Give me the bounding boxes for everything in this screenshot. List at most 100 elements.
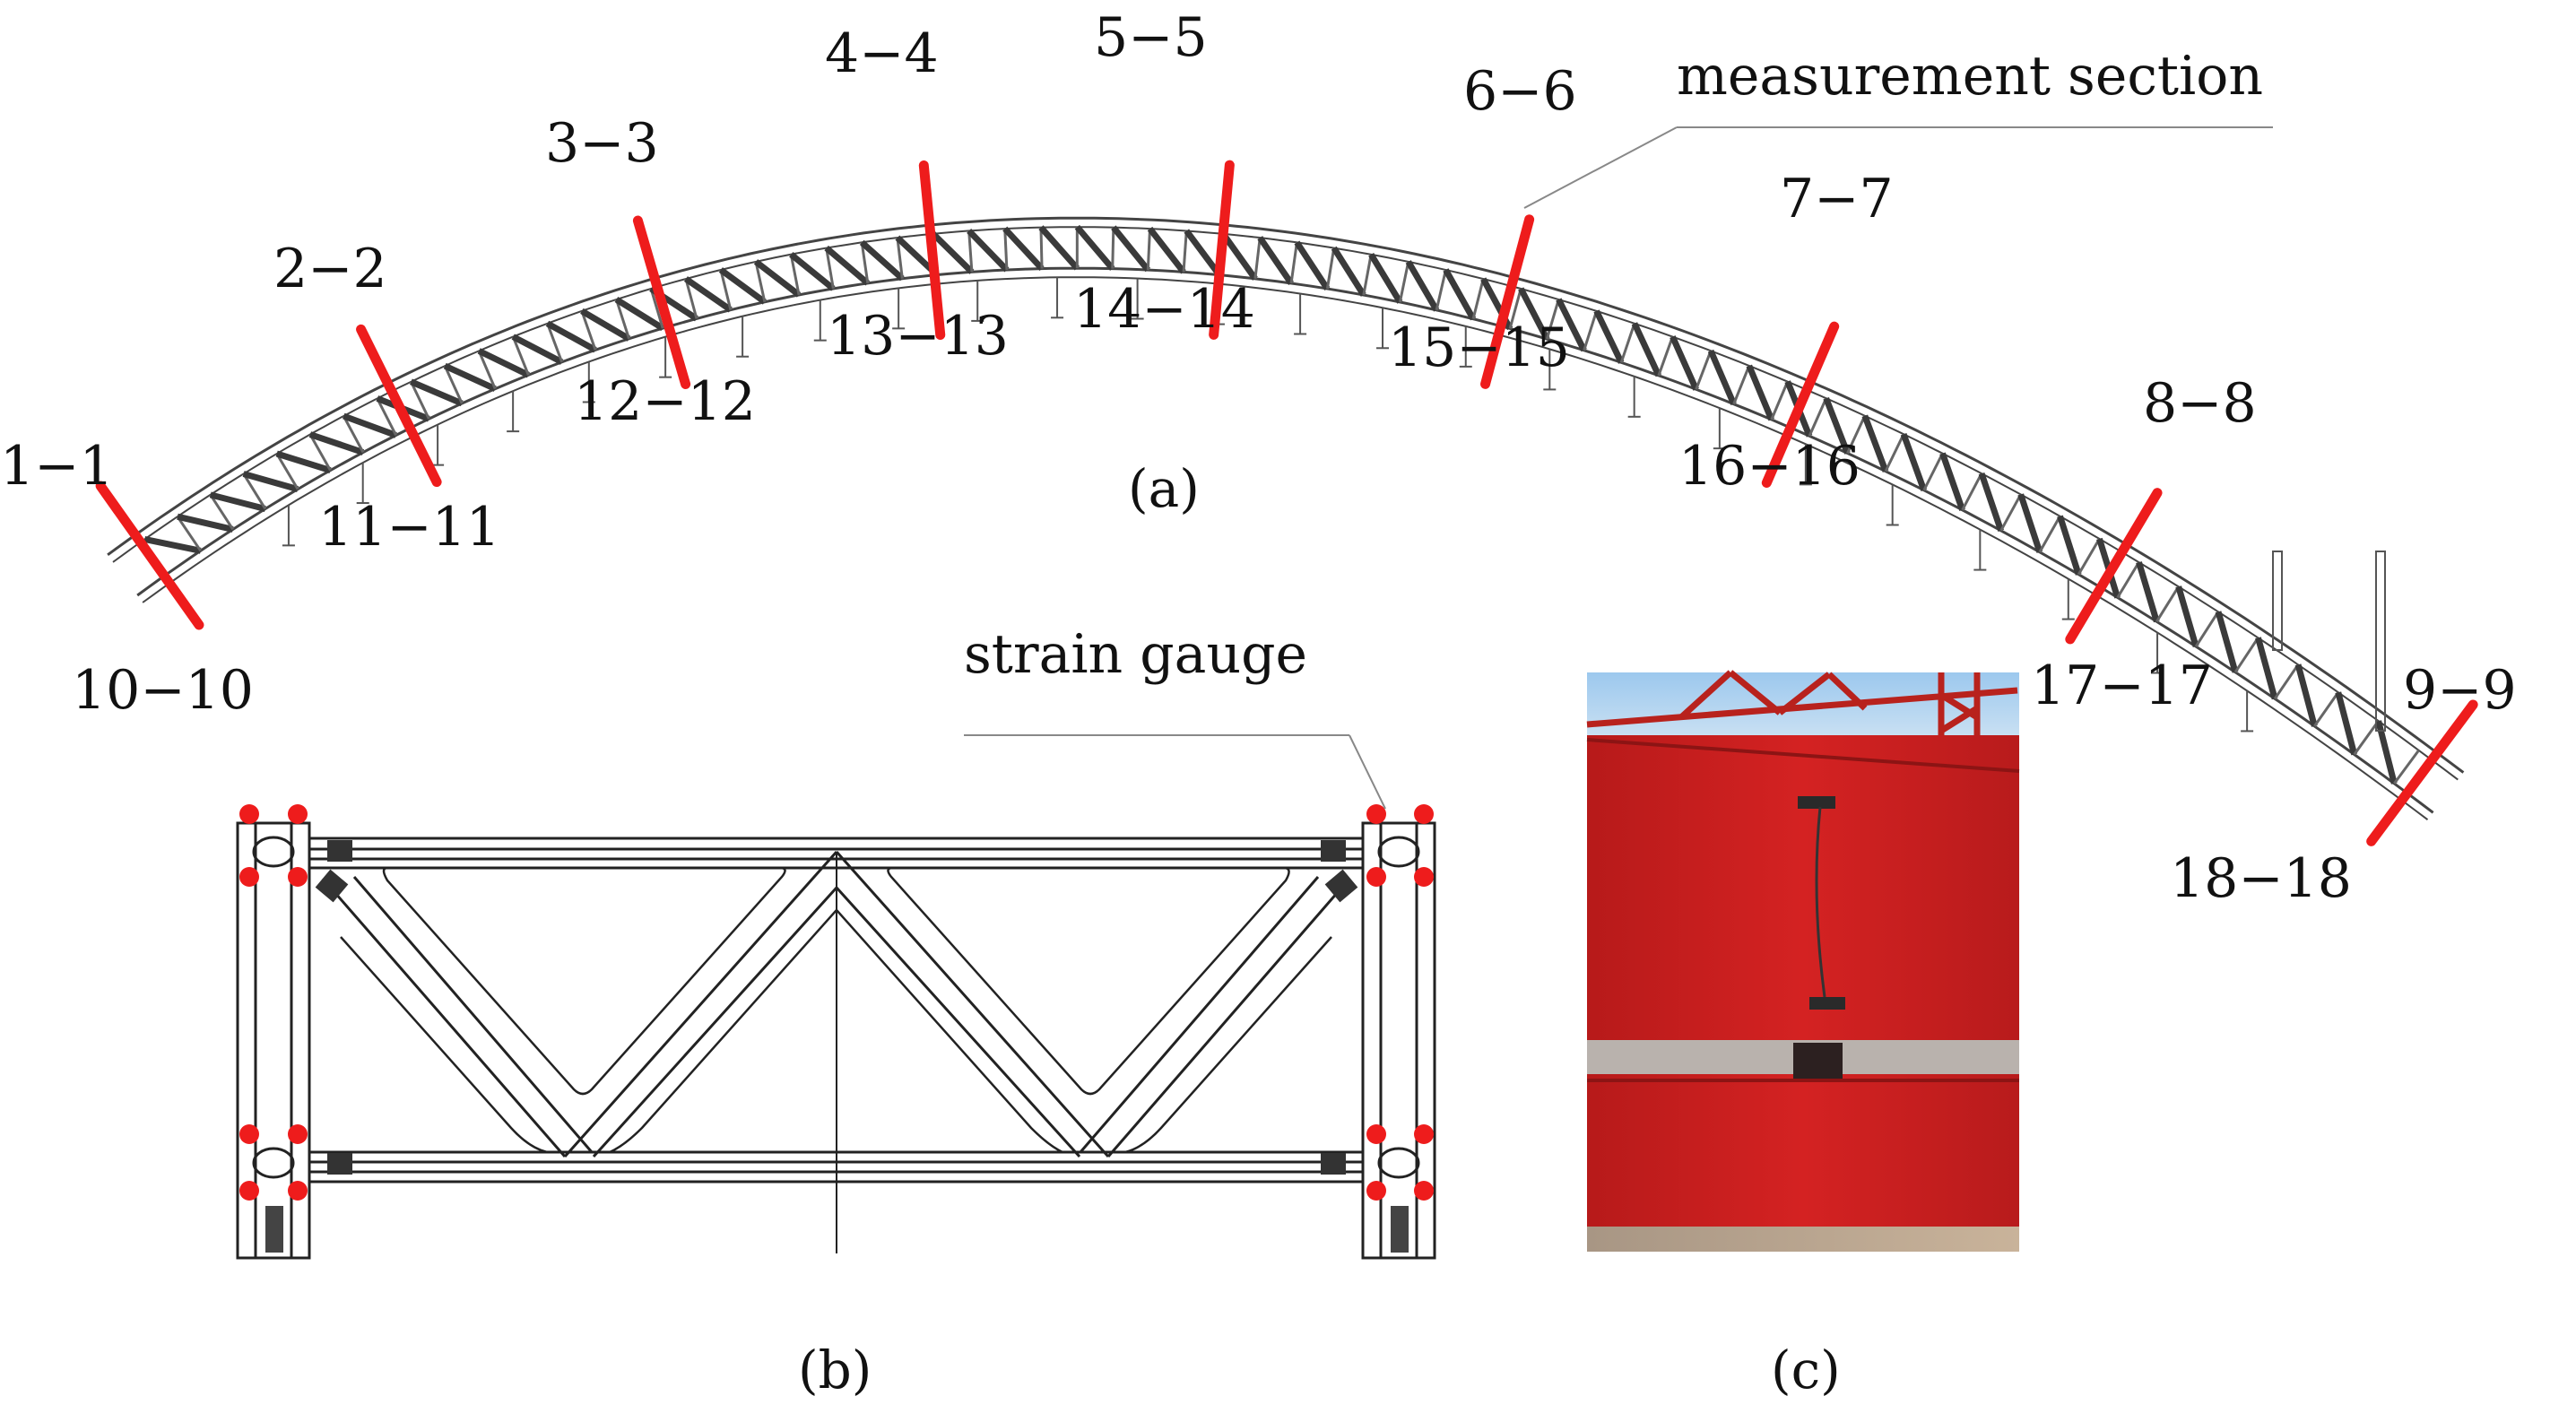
photo-beam-upper	[1587, 735, 2019, 1040]
section-marker-1	[100, 486, 199, 625]
web-diagonal	[1334, 248, 1364, 295]
section-label-bottom: 12−12	[574, 370, 756, 433]
web-vertical	[1809, 398, 1826, 436]
section-label-bottom: 16−16	[1678, 435, 1860, 498]
web-vertical	[1621, 324, 1635, 363]
web-diagonal	[862, 242, 902, 278]
web-vertical	[1364, 255, 1371, 295]
strain-gauge-dot	[288, 1181, 308, 1201]
web-diagonal	[1186, 230, 1219, 274]
support-post	[2273, 551, 2282, 650]
strain-gauge-dot	[288, 867, 308, 887]
strain-gauge-dot	[1366, 1181, 1386, 1201]
web-vertical	[1886, 434, 1904, 471]
web-vertical	[2078, 539, 2099, 575]
web-diagonal	[1149, 229, 1184, 272]
support-post	[2376, 551, 2385, 731]
strain-gauge-dot	[239, 1181, 259, 1201]
web-vertical	[1148, 229, 1149, 270]
diagonal-2	[565, 852, 837, 1157]
photo-gauge-upper	[1798, 796, 1835, 809]
strain-gauge-dot	[1414, 1181, 1434, 1201]
left-top-joint	[254, 837, 293, 866]
web-vertical	[1113, 228, 1114, 269]
right-bottom-joint	[1379, 1149, 1418, 1177]
web-diagonal	[933, 234, 972, 273]
measurement-section-leader	[1524, 127, 1677, 208]
web-vertical	[2196, 611, 2218, 646]
section-label-top: 8−8	[2143, 372, 2257, 435]
web-diagonal	[1297, 242, 1327, 289]
web-diagonal	[1260, 238, 1291, 283]
web-vertical	[1436, 270, 1445, 310]
web-diagonal	[1223, 234, 1255, 279]
section-label-bottom: 13−13	[827, 305, 1009, 368]
left-column-inner	[256, 823, 291, 1258]
web-vertical	[2355, 721, 2379, 754]
panel-b-truss-elevation	[238, 735, 1435, 1258]
section-label-top: 5−5	[1094, 6, 1208, 69]
web-diagonal	[144, 539, 200, 551]
measurement-section-markers: 1−110−102−211−113−312−124−413−135−514−14…	[0, 6, 2517, 910]
web-vertical	[1041, 228, 1042, 269]
web-diagonal	[1041, 228, 1077, 269]
strain-gauge-dot	[239, 1124, 259, 1144]
red-steel-beam-photo	[1587, 672, 2019, 1252]
web-vertical	[2040, 516, 2060, 552]
web-vertical	[1291, 242, 1297, 283]
web-vertical	[1696, 351, 1711, 389]
web-vertical	[2275, 664, 2298, 698]
web-vertical	[1400, 262, 1408, 302]
strain-gauge-dot	[1414, 1124, 1434, 1144]
web-vertical	[1327, 248, 1333, 289]
web-diagonal	[969, 230, 1007, 270]
web-vertical	[1659, 337, 1673, 376]
panel-b-caption: (b)	[798, 1340, 872, 1400]
section-label-top: 9−9	[2403, 659, 2517, 722]
section-label-bottom: 10−10	[72, 659, 254, 722]
web-vertical	[1734, 366, 1749, 404]
web-diagonal	[1409, 262, 1436, 310]
bolt-block	[327, 1153, 352, 1175]
panel-c-caption: (c)	[1771, 1340, 1841, 1400]
section-label-top: 1−1	[0, 435, 114, 498]
right-column-inner	[1381, 823, 1417, 1258]
section-label-top: 7−7	[1780, 168, 1894, 230]
web-diagonal	[1445, 270, 1473, 319]
web-vertical	[2118, 562, 2139, 597]
bolt-block	[1325, 870, 1358, 903]
bolt-block	[316, 870, 349, 903]
section-label-top: 2−2	[273, 238, 387, 300]
section-label-top: 4−4	[825, 22, 939, 85]
web-vertical	[1772, 382, 1788, 420]
diagonal-4	[1080, 877, 1349, 1157]
photo-gauge-lower	[1809, 997, 1845, 1010]
web-diagonal	[1114, 228, 1148, 270]
web-vertical	[2001, 494, 2021, 530]
web-diagonal	[1005, 229, 1042, 269]
strain-gauge-dot	[239, 867, 259, 887]
panel-a-arch-truss: 1−110−102−211−113−312−124−413−135−514−14…	[0, 6, 2517, 910]
web-vertical	[1924, 454, 1943, 490]
left-bottom-joint	[254, 1149, 293, 1177]
strain-gauge-dot	[239, 804, 259, 824]
section-label-bottom: 14−14	[1073, 278, 1255, 341]
section-marker-9	[2372, 705, 2473, 841]
photo-dark-block	[1793, 1043, 1843, 1079]
section-label-top: 6−6	[1463, 60, 1577, 123]
strain-gauge-dot	[1366, 804, 1386, 824]
right-top-joint	[1379, 837, 1418, 866]
strain-gauge-leader	[1349, 735, 1385, 809]
web-vertical	[2156, 586, 2178, 621]
web-vertical	[1584, 311, 1597, 351]
web-vertical	[1184, 230, 1186, 272]
photo-ground	[1587, 1227, 2019, 1252]
strain-gauge-dot	[1414, 867, 1434, 887]
bolt-block	[1321, 840, 1346, 862]
strain-gauge-dot	[288, 804, 308, 824]
diagonal-3	[837, 852, 1108, 1157]
web-diagonal	[1371, 255, 1400, 302]
panel-a-caption: (a)	[1128, 458, 1200, 519]
